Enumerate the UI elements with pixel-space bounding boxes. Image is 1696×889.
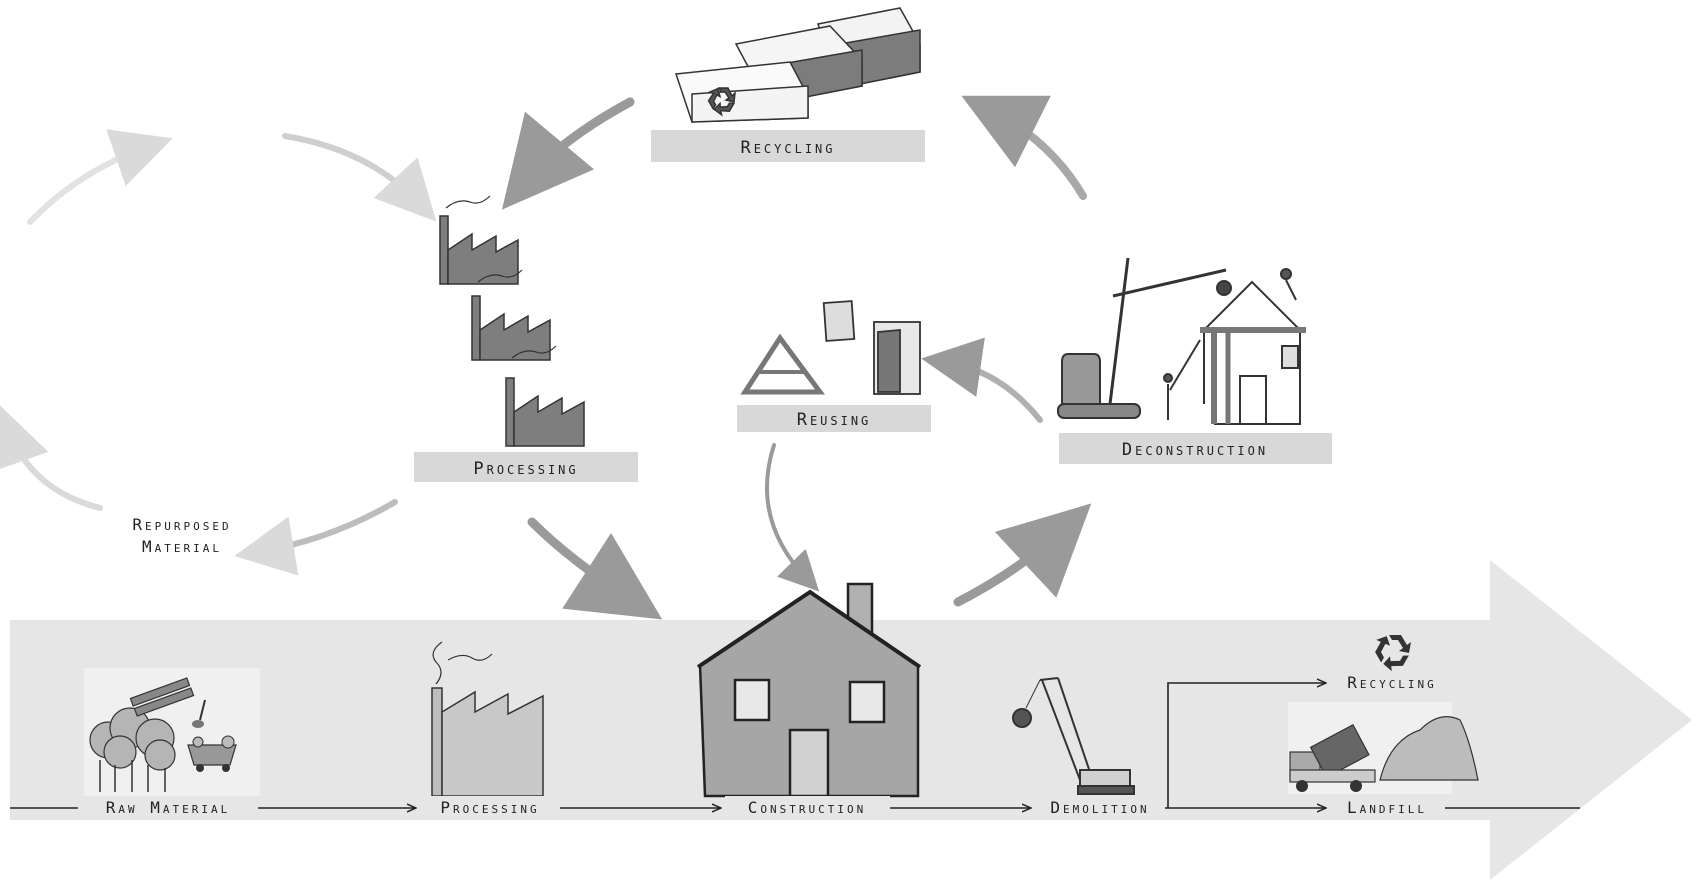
recycling-bins-illustration (674, 7, 921, 123)
recycle-icon (1375, 635, 1411, 672)
label-linear-recycling: Recycling (1347, 673, 1437, 692)
label-deconstruction: Deconstruction (1122, 440, 1268, 460)
label-repurposed: Repurposed (132, 515, 231, 534)
cycle-labels: Recycling Processing Reusing Deconstruct… (132, 130, 1332, 556)
arrow-repurposed-to-loop (0, 405, 103, 511)
arrow-reusing-to-construction (764, 443, 820, 592)
demolition-crane-illustration (1012, 677, 1135, 795)
linear-labels: Raw Material Processing Construction Dem… (78, 673, 1445, 818)
linear-factory-illustration (431, 641, 544, 797)
label-construction: Construction (748, 798, 866, 817)
cycle-arrows (0, 95, 1092, 620)
arrow-deconstruction-to-reusing (921, 337, 1043, 423)
processing-label-box (414, 452, 638, 482)
label-cycle-recycling: Recycling (740, 138, 835, 158)
arrow-deconstruction-to-recycling (961, 95, 1087, 200)
raw-material-illustration (84, 668, 260, 796)
arrow-loop-top (27, 129, 173, 225)
house-illustration (696, 582, 922, 798)
label-landfill: Landfill (1347, 798, 1427, 817)
label-reusing: Reusing (797, 410, 872, 430)
timeline (10, 683, 1580, 808)
arrow-recycling-to-processing (501, 97, 635, 210)
deconstruction-label-box (1059, 433, 1332, 464)
arrow-loop-to-processing (282, 133, 437, 222)
landfill-illustration (1288, 702, 1479, 794)
cycle-factories-illustration (439, 195, 585, 447)
label-cycle-processing: Processing (473, 459, 578, 479)
arrow-construction-to-deconstruction (953, 503, 1092, 607)
reusing-items-illustration (740, 300, 921, 395)
recycling-label-box (651, 130, 925, 162)
label-raw-material: Raw Material (106, 798, 231, 817)
reusing-label-box (737, 405, 931, 432)
arrow-processing-to-construction (527, 517, 663, 620)
label-material: Material (142, 537, 222, 556)
arrow-processing-to-repurposed (234, 499, 398, 576)
label-linear-processing: Processing (440, 798, 539, 817)
deconstruction-illustration (1057, 257, 1306, 425)
label-demolition: Demolition (1050, 798, 1149, 817)
